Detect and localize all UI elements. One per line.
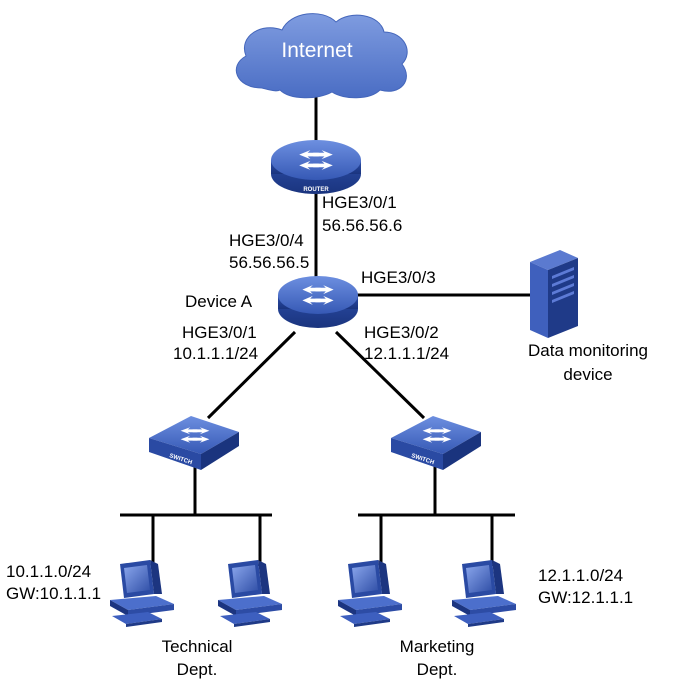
technical-subnet-label: 10.1.1.0/24 bbox=[6, 562, 91, 581]
pc-icon bbox=[218, 560, 282, 627]
switch-marketing: SWITCH bbox=[391, 416, 481, 470]
pc-technical-1 bbox=[110, 560, 174, 627]
monitor-label-line2: device bbox=[563, 365, 612, 384]
marketing-subnet-label: 12.1.1.0/24 bbox=[538, 566, 623, 585]
monitor-label-line1: Data monitoring bbox=[528, 341, 648, 360]
device-a-right-port-label: HGE3/0/2 bbox=[364, 323, 439, 342]
link-device-a-right-switch bbox=[334, 330, 426, 420]
device-a-name-label: Device A bbox=[185, 292, 253, 311]
links bbox=[120, 92, 530, 566]
device-a-left-ip-label: 10.1.1.1/24 bbox=[173, 344, 258, 363]
router-port-label: HGE3/0/1 bbox=[322, 193, 397, 212]
pc-icon bbox=[338, 560, 402, 627]
device-a-left-port-label: HGE3/0/1 bbox=[182, 323, 257, 342]
technical-dept-line1: Technical bbox=[162, 637, 233, 656]
device-a-monitor-port-label: HGE3/0/3 bbox=[361, 268, 436, 287]
labels: HGE3/0/1 56.56.56.6 HGE3/0/4 56.56.56.5 … bbox=[6, 193, 648, 679]
link-device-a-left-switch bbox=[206, 330, 297, 420]
pc-marketing-2 bbox=[452, 560, 516, 627]
router: ROUTER bbox=[271, 140, 361, 194]
pc-icon bbox=[452, 560, 516, 627]
cloud-label: Internet bbox=[281, 39, 352, 62]
device-a-uplink-ip-label: 56.56.56.5 bbox=[229, 253, 309, 272]
internet-cloud: Internet bbox=[235, 13, 408, 99]
pc-icon bbox=[110, 560, 174, 627]
technical-gateway-label: GW:10.1.1.1 bbox=[6, 584, 101, 603]
device-a-uplink-port-label: HGE3/0/4 bbox=[229, 231, 304, 250]
device-a bbox=[278, 276, 358, 328]
pc-technical-2 bbox=[218, 560, 282, 627]
router-ip-label: 56.56.56.6 bbox=[322, 216, 402, 235]
switch-technical: SWITCH bbox=[149, 416, 239, 470]
cloud-icon bbox=[235, 13, 408, 99]
pc-marketing-1 bbox=[338, 560, 402, 627]
marketing-dept-line2: Dept. bbox=[417, 660, 458, 679]
router-tag: ROUTER bbox=[303, 187, 329, 193]
data-monitoring-device bbox=[530, 250, 578, 338]
device-a-right-ip-label: 12.1.1.1/24 bbox=[364, 344, 449, 363]
technical-dept-line2: Dept. bbox=[177, 660, 218, 679]
server-icon bbox=[530, 250, 578, 270]
marketing-gateway-label: GW:12.1.1.1 bbox=[538, 588, 633, 607]
marketing-dept-line1: Marketing bbox=[400, 637, 475, 656]
